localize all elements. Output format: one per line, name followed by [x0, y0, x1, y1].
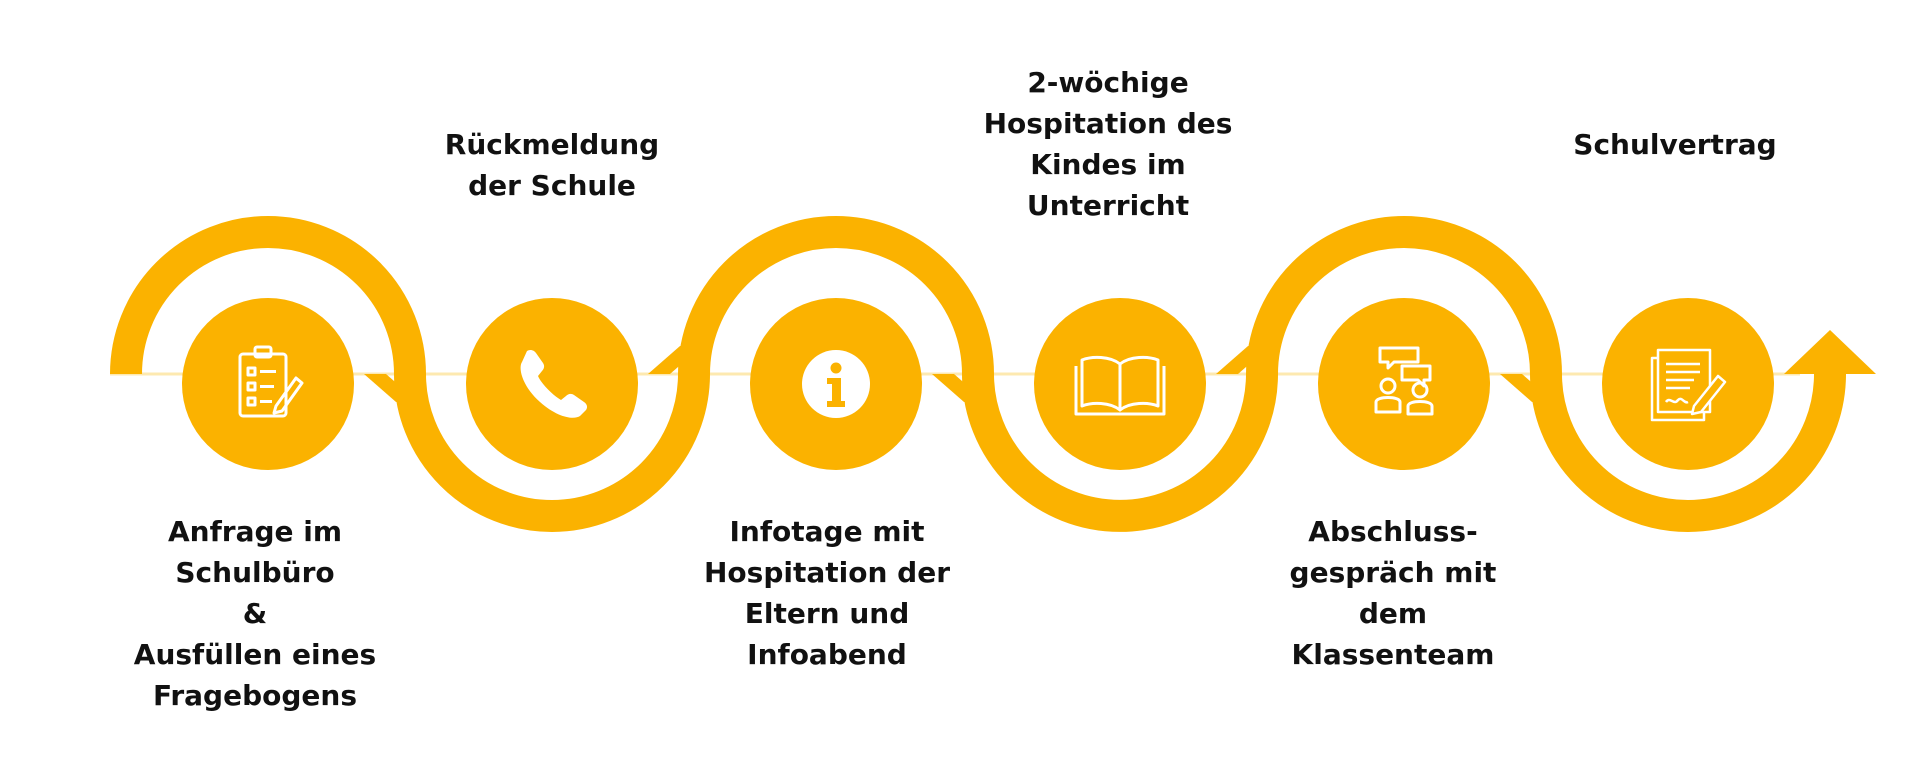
- end-arrowhead: [1784, 330, 1876, 374]
- discussion-people-icon: [1374, 346, 1434, 416]
- step-label-6: Schulvertrag: [1573, 128, 1777, 161]
- wave-joint-arrow: [364, 374, 418, 402]
- contract-signature-icon: [1650, 348, 1727, 422]
- step-circle-2: [466, 298, 638, 470]
- wave-path: [110, 216, 1846, 532]
- step-label-4: 2-wöchige Hospitation des Kindes im Unte…: [983, 66, 1233, 222]
- step-label-1: Anfrage im Schulbüro & Ausfüllen eines F…: [133, 515, 377, 712]
- wave-joint-arrow: [1216, 346, 1270, 374]
- phone-icon: [520, 349, 588, 418]
- step-label-5: Abschluss- gespräch mit dem Klassenteam: [1289, 515, 1497, 671]
- info-icon: [802, 350, 870, 418]
- open-book-icon: [1074, 355, 1166, 416]
- step-label-2: Rückmeldung der Schule: [444, 128, 660, 202]
- wave-joint-arrow: [1500, 374, 1554, 402]
- step-circle-5: [1318, 298, 1490, 470]
- wave-joint-arrow: [648, 346, 702, 374]
- step-circle-1: [182, 298, 354, 470]
- step-label-3: Infotage mit Hospitation der Eltern und …: [704, 515, 950, 671]
- wave-joint-arrow: [932, 374, 986, 402]
- clipboard-checklist-icon: [238, 345, 304, 418]
